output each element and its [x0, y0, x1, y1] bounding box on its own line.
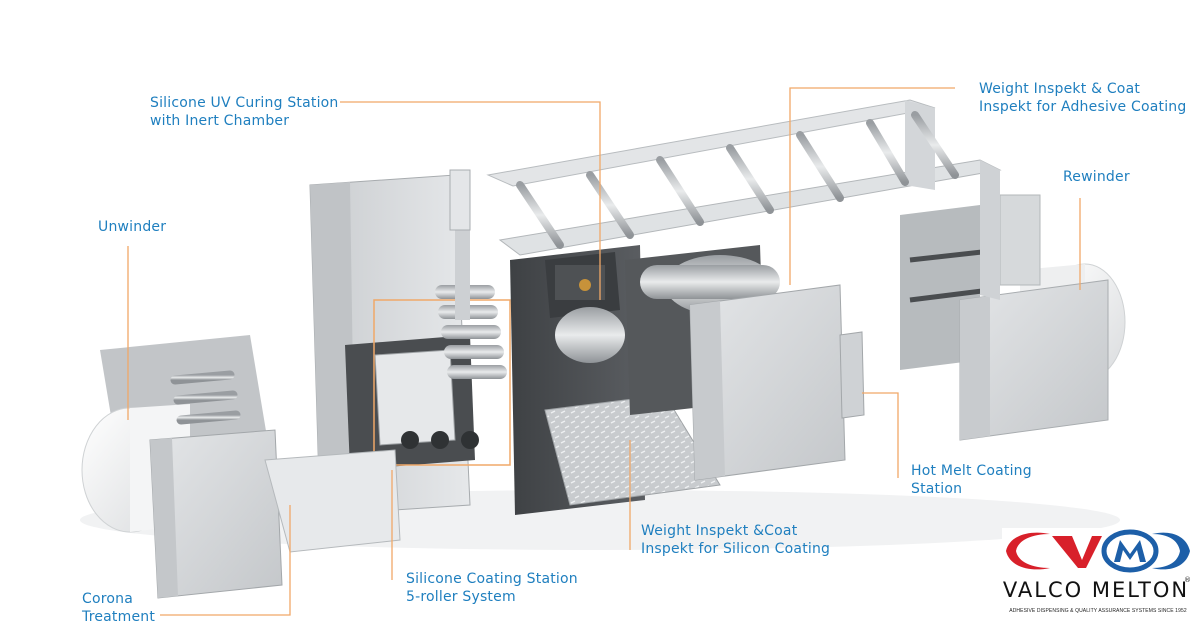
label-rewinder: Rewinder: [1063, 169, 1130, 185]
valco-melton-logo: VALCO MELTON ® ADHESIVE DISPENSING & QUA…: [998, 522, 1198, 626]
corona-treatment-deck: [264, 449, 401, 553]
walkway-treadplate: [544, 394, 721, 506]
unwinder-unit: [81, 335, 401, 599]
label-weight-inspekt-adhesive: Weight Inspekt & Coat Inspekt for Adhesi…: [979, 81, 1187, 115]
label-silicone-coating-station: Silicone Coating Station 5-roller System: [406, 571, 578, 605]
logo-tagline: ADHESIVE DISPENSING & QUALITY ASSURANCE …: [1009, 608, 1187, 614]
logo-brand-name: VALCO MELTON: [1002, 578, 1190, 602]
valco-melton-emblem: [1002, 528, 1194, 574]
leader-lines: [127, 87, 1081, 616]
rewinder-unit: [900, 194, 1126, 441]
leader-corona: [160, 505, 291, 616]
leader-silicone-uv: [340, 101, 601, 300]
leader-hot-melt: [862, 392, 899, 478]
label-silicone-uv-curing: Silicone UV Curing Station with Inert Ch…: [150, 95, 339, 129]
hot-melt-unit: [625, 245, 865, 481]
label-weight-inspekt-silicon: Weight Inspekt &Coat Inspekt for Silicon…: [641, 523, 831, 557]
label-corona-treatment: Corona Treatment: [82, 591, 156, 625]
label-unwinder: Unwinder: [98, 219, 167, 235]
main-frame: [309, 169, 511, 516]
silicone-coating-highlight-box: [373, 299, 511, 466]
leader-weight-adhesive: [789, 87, 955, 285]
logo-registered-mark: ®: [1184, 576, 1191, 584]
label-hot-melt-coating: Hot Melt Coating Station: [911, 463, 1032, 497]
